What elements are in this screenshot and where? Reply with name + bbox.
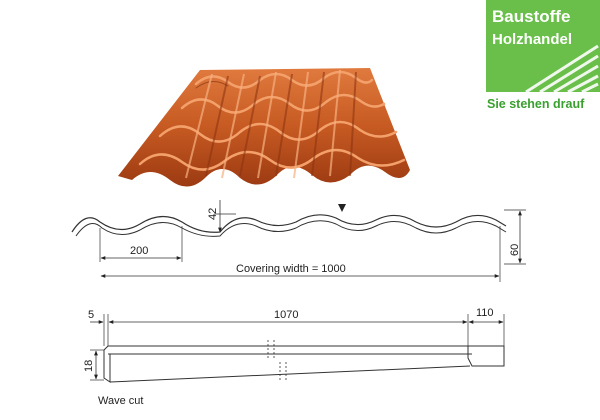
- sheet-left-step: [103, 350, 111, 383]
- overlap-label: 110: [476, 307, 494, 319]
- length-diagram: [90, 314, 505, 383]
- step-height-label: 18: [83, 360, 95, 372]
- covering-width-label: Covering width = 1000: [236, 263, 346, 275]
- profile-wave-outer: [71, 214, 507, 233]
- wave-cut-label: Wave cut: [98, 395, 143, 407]
- profile-diagram: [71, 200, 526, 282]
- end-overlap-panel: [467, 345, 505, 367]
- height42-label: 42: [207, 208, 219, 220]
- profile-wave-inner: [75, 220, 507, 237]
- offset-label: 5: [88, 309, 94, 321]
- company-logo: Baustoffe Holzhandel Sie stehen drauf: [486, 0, 600, 111]
- sheet-top-edge: [103, 345, 468, 351]
- roof-stripes-icon: [525, 44, 599, 94]
- sheet-lower-line: [109, 365, 471, 383]
- tile-troughs: [205, 71, 357, 177]
- fastening-point-icon: [338, 204, 346, 212]
- length-label: 1070: [274, 309, 298, 321]
- logo-line2: Holzhandel: [492, 31, 572, 48]
- roof-tile-render: [118, 68, 410, 187]
- break-marks: [267, 340, 287, 380]
- logo-line1: Baustoffe: [492, 7, 570, 26]
- pitch-label: 200: [130, 245, 148, 257]
- height60-label: 60: [509, 244, 521, 256]
- logo-tagline: Sie stehen drauf: [487, 97, 585, 111]
- tile-crests: [185, 69, 341, 179]
- tile-body: [118, 68, 410, 187]
